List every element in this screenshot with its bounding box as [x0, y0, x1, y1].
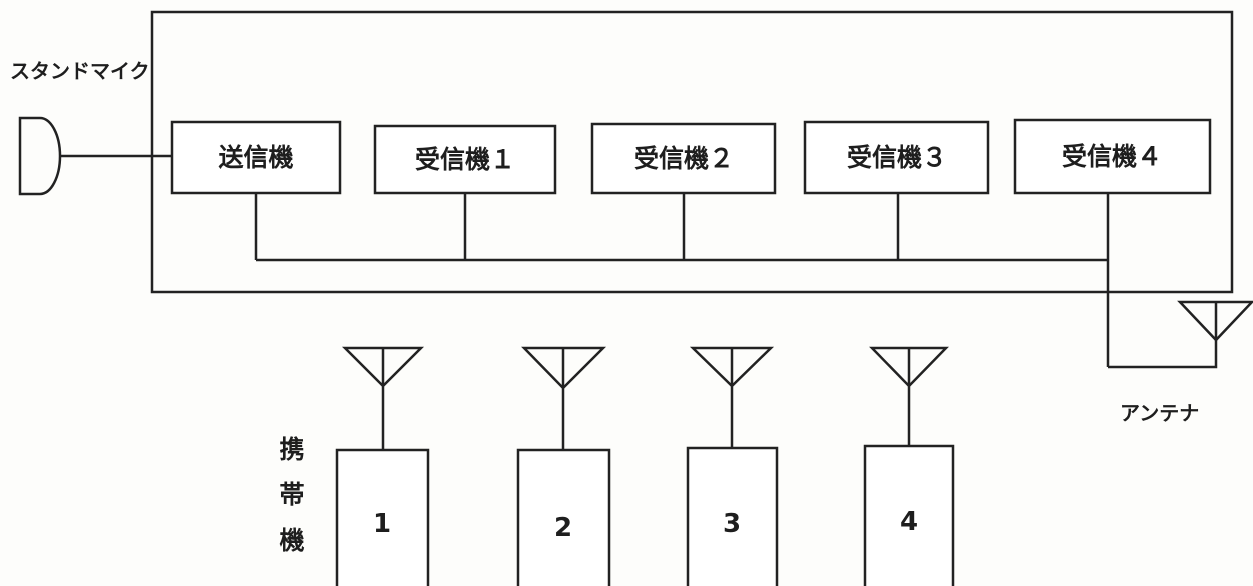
base-station-enclosure	[150, 10, 1234, 294]
receiver-1-label: 受信機１	[415, 145, 515, 174]
handset-3-label: 3	[723, 509, 741, 539]
antenna-icon	[1177, 300, 1253, 342]
handset-1: 1	[335, 346, 430, 586]
transmitter-unit: 送信機	[170, 120, 342, 195]
receiver-unit-4: 受信機４	[1013, 118, 1212, 195]
handset-1-antenna-icon	[341, 346, 425, 450]
receiver-unit-2: 受信機２	[590, 122, 777, 195]
receiver-3-label: 受信機３	[847, 143, 947, 172]
antenna-label: アンテナ	[1120, 401, 1199, 425]
handset-2: 2	[516, 346, 611, 586]
microphone-icon	[18, 116, 62, 196]
transmitter-label: 送信機	[218, 143, 293, 172]
stand-mic-label: スタンドマイク	[10, 59, 150, 83]
handset-3: 3	[686, 346, 779, 586]
handset-4: 4	[863, 346, 955, 586]
handset-2-label: 2	[554, 513, 572, 543]
handset-3-antenna-icon	[689, 346, 775, 448]
handset-4-antenna-icon	[869, 346, 949, 446]
antenna-feed-line	[1108, 340, 1218, 369]
handset-title-char-3: 機	[279, 526, 304, 555]
handset-title-char-1: 携	[279, 435, 304, 464]
handset-title-char-2: 帯	[279, 480, 304, 509]
handset-2-antenna-icon	[521, 346, 607, 450]
receiver-unit-3: 受信機３	[803, 120, 990, 195]
handset-4-label: 4	[900, 507, 918, 537]
receiver-unit-1: 受信機１	[373, 124, 557, 195]
receiver-2-label: 受信機２	[634, 144, 734, 173]
handset-1-label: 1	[373, 509, 391, 539]
receiver-4-label: 受信機４	[1062, 142, 1162, 171]
